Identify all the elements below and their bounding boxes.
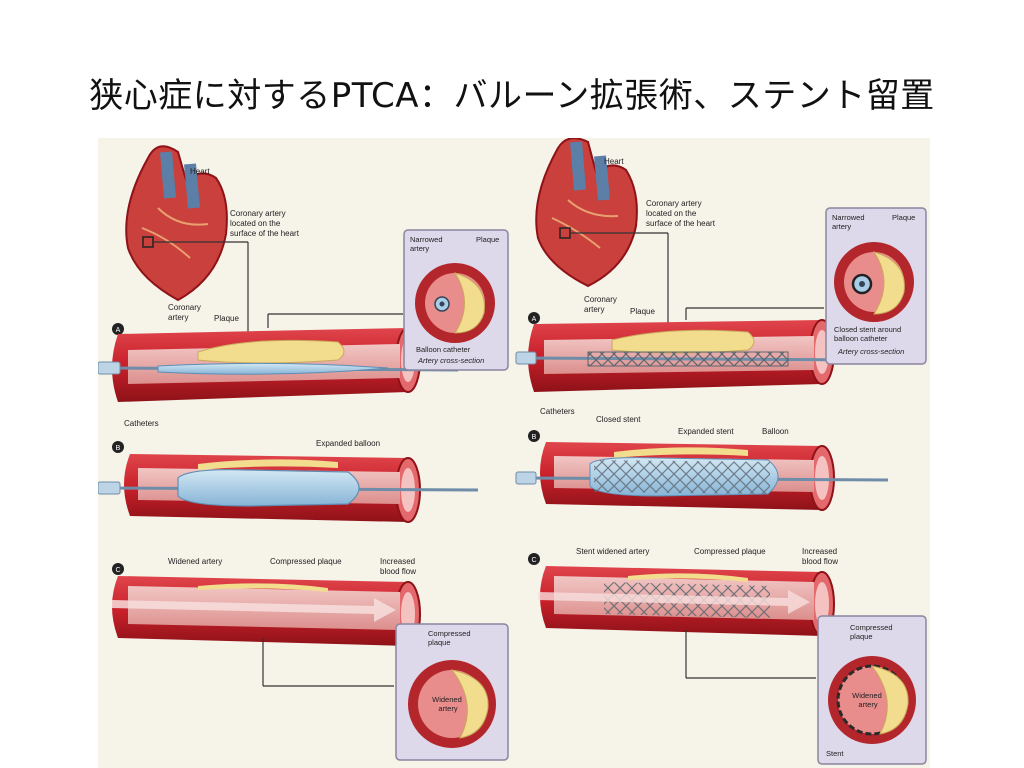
right-inset-narrowed: Narrowed artery xyxy=(832,213,867,231)
left-inset-c xyxy=(395,623,509,761)
left-widened-artery: Widened artery xyxy=(168,557,222,566)
right-bottom-compressed: Compressed plaque xyxy=(850,623,895,641)
right-step-c-letter: C xyxy=(531,557,536,564)
right-catheters-label: Catheters xyxy=(540,407,575,416)
left-step-a-letter: A xyxy=(116,327,121,334)
right-step-b-letter: B xyxy=(532,434,537,441)
ptca-illustration: Heart Coronary artery located on the sur… xyxy=(98,138,930,768)
right-balloon-label: Balloon xyxy=(762,427,789,436)
right-bottom-stent: Stent xyxy=(826,749,844,758)
right-heart xyxy=(535,138,638,288)
right-inset-plaque: Plaque xyxy=(892,213,915,222)
right-vessel-a xyxy=(515,319,879,392)
left-bottom-compressed: Compressed plaque xyxy=(428,629,473,647)
right-inset-closed-stent: Closed stent around balloon catheter xyxy=(834,325,903,343)
left-inset-plaque: Plaque xyxy=(476,235,499,244)
right-inset-a xyxy=(825,207,927,365)
right-coronary-located: Coronary artery located on the surface o… xyxy=(646,199,716,228)
left-panel: Heart Coronary artery located on the sur… xyxy=(98,145,509,761)
left-bottom-widened: Widened artery xyxy=(432,695,464,713)
right-panel: Heart Coronary artery located on the sur… xyxy=(515,138,927,765)
right-step-b-marker xyxy=(528,430,540,442)
slide-title: 狭心症に対するPTCA：バルーン拡張術、ステント留置 xyxy=(89,76,935,116)
ptca-diagram-svg: Heart Coronary artery located on the sur… xyxy=(98,138,930,768)
left-step-b-letter: B xyxy=(116,445,121,452)
right-inset-c xyxy=(817,615,927,765)
left-inset-narrowed: Narrowed artery xyxy=(410,235,445,253)
right-inset-cross-section: Artery cross-section xyxy=(837,347,904,356)
left-vessel-c xyxy=(112,576,421,647)
left-step-c-letter: C xyxy=(115,567,120,574)
left-expanded-balloon: Expanded balloon xyxy=(316,439,380,448)
right-stent-widened: Stent widened artery xyxy=(576,547,649,556)
right-step-c-marker xyxy=(528,553,540,565)
left-inset-cross-section: Artery cross-section xyxy=(417,356,484,365)
left-compressed-plaque: Compressed plaque xyxy=(270,557,342,566)
right-coronary-artery-label: Coronary artery xyxy=(584,295,619,314)
right-closed-stent: Closed stent xyxy=(596,415,641,424)
right-vessel-c xyxy=(538,566,835,637)
right-step-a-letter: A xyxy=(532,316,537,323)
left-catheters-label: Catheters xyxy=(124,419,159,428)
left-coronary-located: Coronary artery located on the surface o… xyxy=(230,209,300,238)
left-inset-a xyxy=(403,229,509,371)
right-step-a-marker xyxy=(528,312,540,324)
right-expanded-stent: Expanded stent xyxy=(678,427,734,436)
left-plaque-label: Plaque xyxy=(214,314,239,323)
right-plaque-label: Plaque xyxy=(630,307,655,316)
right-compressed-plaque: Compressed plaque xyxy=(694,547,766,556)
left-step-b-marker xyxy=(112,441,124,453)
right-bottom-widened: Widened artery xyxy=(852,691,884,709)
left-inset-balloon-catheter: Balloon catheter xyxy=(416,345,471,354)
right-vessel-b xyxy=(515,442,889,511)
left-increased-flow: Increased blood flow xyxy=(380,557,417,576)
left-coronary-artery-label: Coronary artery xyxy=(168,303,203,322)
left-vessel-b xyxy=(98,454,479,523)
right-increased-flow: Increased blood flow xyxy=(802,547,839,566)
left-step-c-marker xyxy=(112,563,124,575)
left-step-a-marker xyxy=(112,323,124,335)
right-heart-label: Heart xyxy=(604,157,624,166)
left-heart-label: Heart xyxy=(190,167,210,176)
